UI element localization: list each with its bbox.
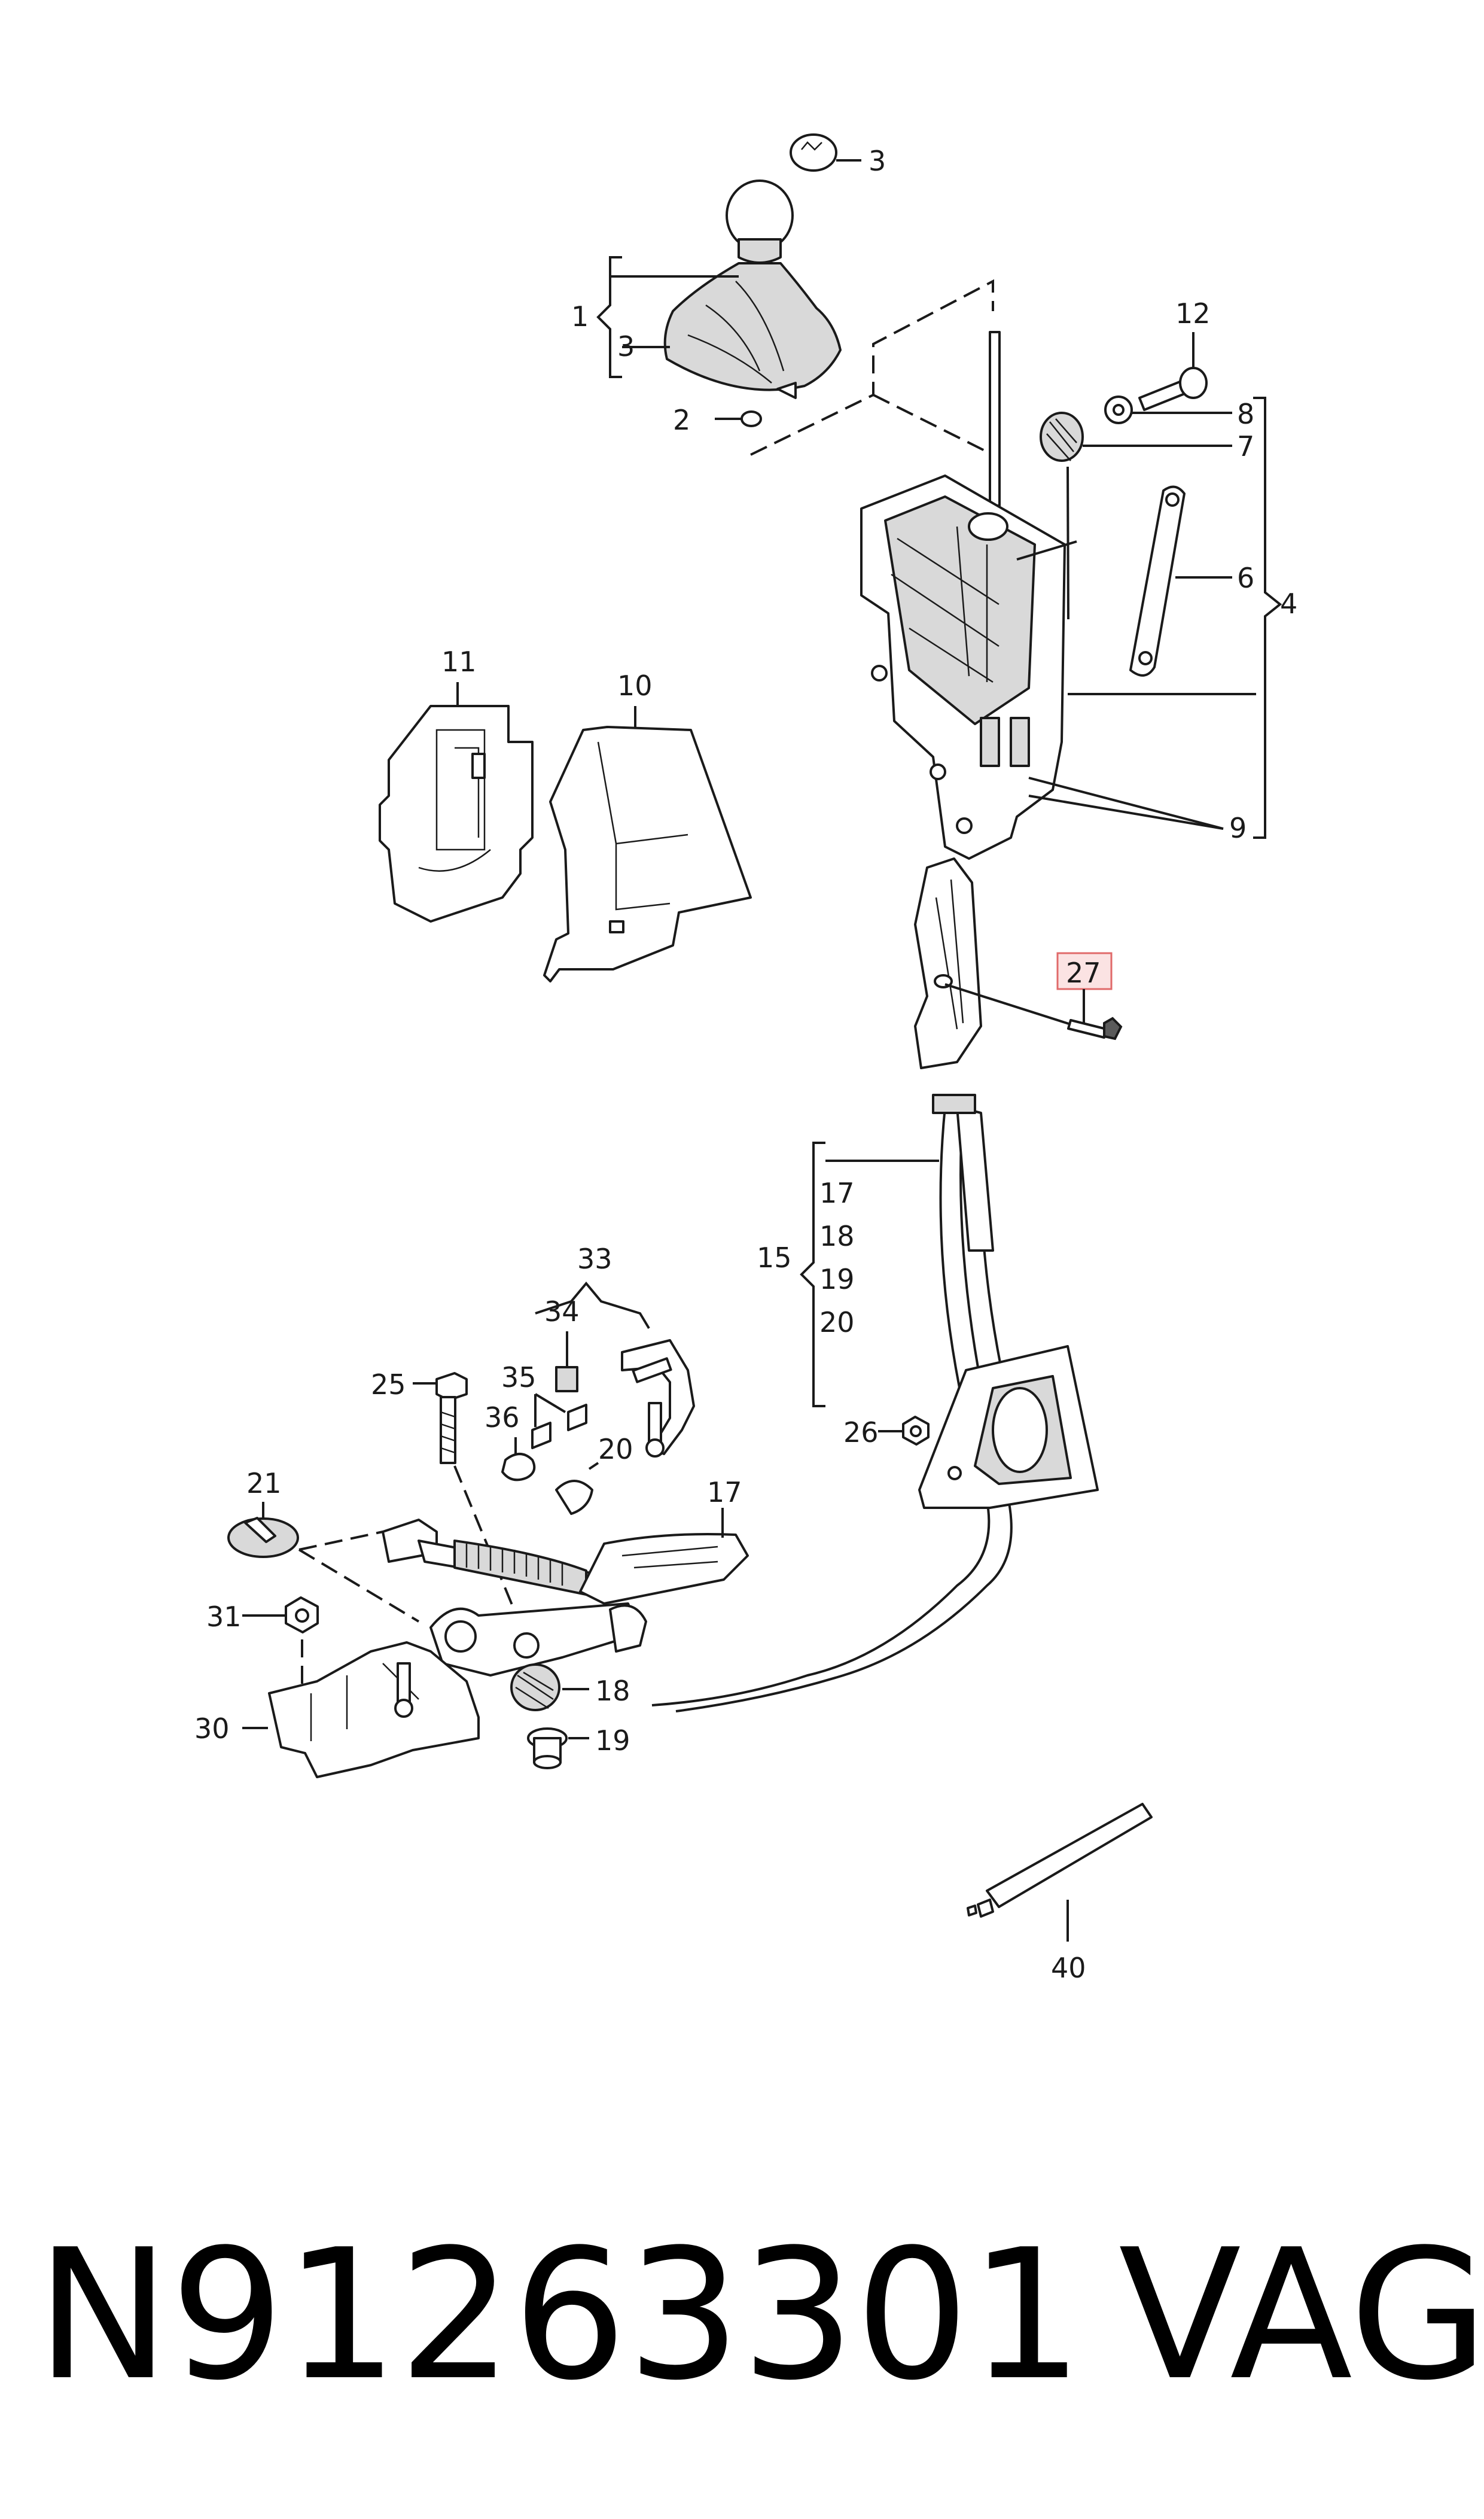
callout-20-list: 20 <box>819 1306 855 1338</box>
callout-17-list: 17 <box>819 1177 855 1209</box>
bolt-25 <box>435 1372 468 1464</box>
bush-18 <box>510 1663 560 1711</box>
callout-12: 12 <box>1175 297 1211 330</box>
callout-19: 19 <box>595 1724 630 1757</box>
callout-11: 11 <box>441 646 477 678</box>
clip-36 <box>501 1453 536 1481</box>
callout-15: 15 <box>757 1242 792 1274</box>
callout-36: 36 <box>484 1401 520 1434</box>
base-bracket-30 <box>268 1641 480 1778</box>
cable-bracket <box>914 857 982 1069</box>
callout-21: 21 <box>246 1467 282 1499</box>
callout-4: 4 <box>1280 588 1297 620</box>
washer-8 <box>1104 396 1133 424</box>
callout-26: 26 <box>843 1416 879 1449</box>
pin-35 <box>531 1404 587 1449</box>
nut-31 <box>285 1596 319 1633</box>
part-number: N91263301 <box>36 2211 1084 2420</box>
brand-label: VAG <box>1119 2211 1484 2420</box>
gear-knob-and-boot <box>663 180 842 427</box>
bolt-27 <box>1067 1017 1123 1041</box>
selector-mechanism <box>382 1519 749 1677</box>
callout-20: 20 <box>598 1433 633 1465</box>
nut-26 <box>902 1416 930 1446</box>
shift-housing <box>860 331 1066 860</box>
cable-grommet-plate <box>918 1345 1099 1509</box>
clip-20 <box>555 1480 593 1515</box>
callout-1: 1 <box>571 300 589 333</box>
sleeve-19 <box>527 1727 568 1769</box>
callout-7: 7 <box>1237 430 1254 463</box>
callout-18-list: 18 <box>819 1220 855 1252</box>
cover-10 <box>543 726 752 982</box>
callout-31: 31 <box>206 1601 242 1633</box>
shift-cables <box>651 1094 1024 1712</box>
bush-7 <box>1040 412 1084 462</box>
link-rod-6 <box>1129 485 1186 677</box>
callout-25: 25 <box>371 1368 406 1401</box>
callout-34: 34 <box>544 1295 580 1328</box>
callout-30: 30 <box>194 1712 230 1745</box>
callout-35: 35 <box>501 1361 537 1394</box>
knob-cap <box>790 133 861 172</box>
callout-33: 33 <box>577 1243 613 1275</box>
callout-3-boot: 3 <box>617 330 635 363</box>
cover-11 <box>379 705 534 923</box>
bolt-12 <box>1138 367 1208 411</box>
callout-2: 2 <box>673 404 690 436</box>
callout-3: 3 <box>869 145 886 177</box>
callout-19-list: 19 <box>819 1263 855 1295</box>
callout-18: 18 <box>595 1675 630 1707</box>
callout-8: 8 <box>1237 398 1254 430</box>
bracket-33 <box>621 1339 695 1458</box>
callout-40: 40 <box>1051 1952 1086 1984</box>
callout-17: 17 <box>707 1476 742 1508</box>
callout-27: 27 <box>1066 957 1101 989</box>
callout-6: 6 <box>1237 562 1254 594</box>
callout-10: 10 <box>617 670 653 702</box>
bushing-34 <box>555 1366 578 1392</box>
callout-9: 9 <box>1229 812 1247 844</box>
washer-21 <box>227 1517 299 1558</box>
grease-tube-40 <box>967 1803 1153 1918</box>
